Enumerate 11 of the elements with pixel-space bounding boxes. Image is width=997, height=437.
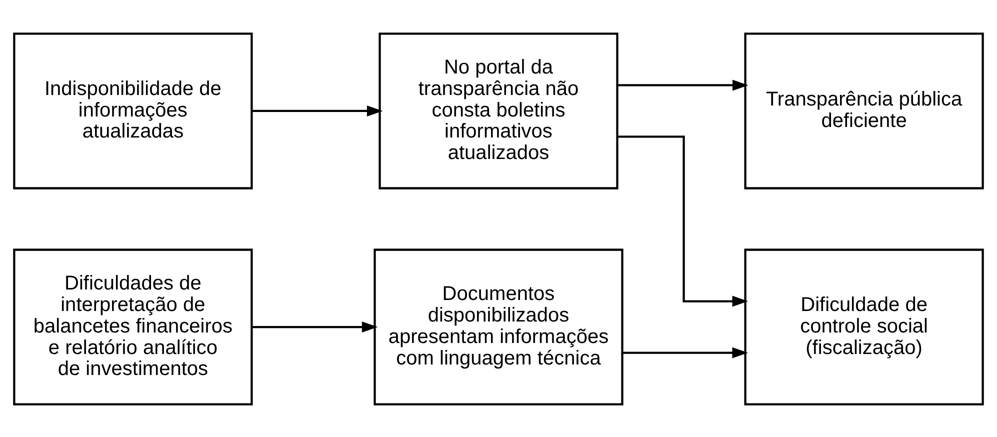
arrow: [622, 346, 748, 358]
arrow: [618, 79, 748, 90]
node-box: Transparência pública deficiente: [744, 32, 984, 189]
arrow: [252, 104, 383, 116]
arrow: [252, 321, 378, 332]
arrow: [617, 135, 748, 306]
node-box: Indisponibilidade de informações atualizadas: [13, 32, 253, 189]
node-box: Dificuldade de controle social (fiscalização): [744, 248, 984, 405]
node-box: No portal da transparência não consta boletins informativos atualizados: [378, 32, 618, 189]
node-box: Documentos disponibilizados apresentam informações com linguagem técnica: [374, 248, 624, 405]
node-box: Dificuldades de interpretação de balancetes financeiros e relatório analítico de investimentos: [13, 248, 253, 405]
